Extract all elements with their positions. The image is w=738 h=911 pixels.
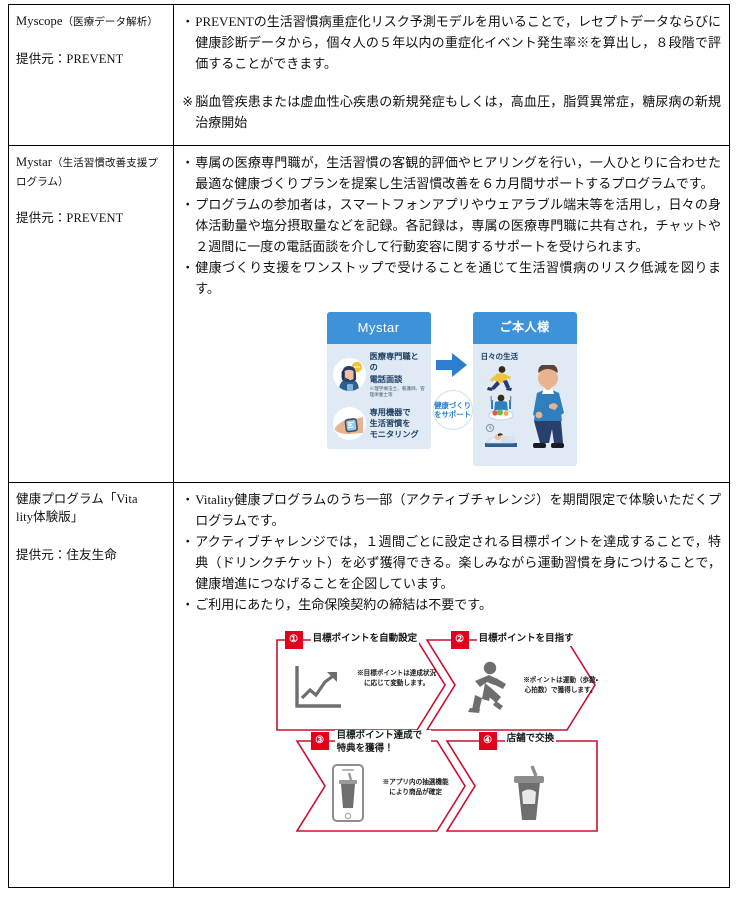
- bullet-item: ご利用にあたり，生命保険契約の締結は不要です。: [181, 594, 721, 615]
- sleeping-person-icon: [479, 423, 525, 450]
- program-name-myscope: Myscope（医療データ解析）: [16, 14, 158, 28]
- step-title-4: 店舗で交換: [504, 733, 557, 747]
- mystar-support-badge: 健康づくり をサポート: [432, 390, 473, 431]
- table-row-mystar: Mystar（生活習慣改善支援プログラム） 提供元：PREVENT 専属の医療専…: [7, 145, 730, 483]
- mystar-right-panel-title: ご本人様: [472, 312, 577, 344]
- bullet-list-myscope: PREVENTの生活習慣病重症化リスク予測モデルを用いることで，レセプトデータな…: [181, 11, 721, 74]
- cell-name-myscope: Myscope（医療データ解析） 提供元：PREVENT: [7, 4, 175, 146]
- step-title-2: 目標ポイントを目指す: [476, 633, 576, 647]
- headset-operator-icon: [332, 358, 366, 392]
- mystar-service-device-label: 専用機器で 生活習慣を モニタリング: [369, 407, 419, 440]
- person-illustration-icon: [525, 363, 569, 457]
- mystar-service-device: 専用機器で 生活習慣を モニタリング: [332, 407, 426, 441]
- running-person-icon: [479, 365, 525, 392]
- cell-desc-myscope: PREVENTの生活習慣病重症化リスク予測モデルを用いることで，レセプトデータな…: [173, 4, 730, 146]
- bullet-item: プログラムの参加者は，スマートフォンアプリやウェアラブル端末等を活用し，日々の身…: [181, 194, 721, 257]
- step-title-3: 目標ポイント達成で特典を獲得！: [334, 730, 431, 756]
- right-arrow-icon: [435, 353, 467, 378]
- running-person-icon: [463, 661, 509, 719]
- footnote-myscope: 脳血管疾患または虚血性心疾患の新規発症もしくは，高血圧，脂質異常症，糖尿病の新規…: [182, 91, 721, 133]
- bullet-list-mystar: 専属の医療専門職が，生活習慣の客観的評価やヒアリングを行い，一人ひとりに合わせた…: [181, 152, 721, 299]
- bullet-item: アクティブチャレンジでは，１週間ごとに設定される目標ポイントを達成することで，特…: [181, 531, 721, 594]
- mystar-left-panel: Mystar: [326, 312, 431, 450]
- bullet-item: 専属の医療専門職が，生活習慣の客観的評価やヒアリングを行い，一人ひとりに合わせた…: [181, 152, 721, 194]
- mystar-diagram: Mystar: [326, 312, 577, 466]
- cell-desc-vitality: Vitality健康プログラムのうち一部（アクティブチャレンジ）を期間限定で体験…: [173, 481, 730, 889]
- step-number-2: ②: [450, 631, 469, 650]
- growth-chart-icon: [293, 664, 345, 718]
- provider-myscope: 提供元：PREVENT: [16, 51, 124, 66]
- smartphone-drink-icon: [329, 764, 367, 828]
- cell-desc-mystar: 専属の医療専門職が，生活習慣の客観的評価やヒアリングを行い，一人ひとりに合わせた…: [173, 145, 730, 483]
- mystar-service-phone-note: ※理学療法士、看護師、管理栄養士等: [369, 385, 425, 397]
- provider-mystar: 提供元：PREVENT: [16, 211, 124, 226]
- mystar-service-phone-label: 医療専門職との 電話面談 ※理学療法士、看護師、管理栄養士等: [369, 352, 425, 397]
- step-number-3: ③: [310, 732, 329, 751]
- mystar-service-phone: 医療専門職との 電話面談 ※理学療法士、看護師、管理栄養士等: [332, 351, 426, 398]
- bullet-item: PREVENTの生活習慣病重症化リスク予測モデルを用いることで，レセプトデータな…: [181, 11, 721, 74]
- step-number-4: ④: [478, 732, 497, 751]
- table-row-myscope: Myscope（医療データ解析） 提供元：PREVENT PREVENTの生活習…: [7, 4, 730, 146]
- mystar-arrow-area: 健康づくり をサポート: [431, 312, 473, 466]
- step-note-2: ※ポイントは運動（歩数・ 心拍数）で獲得します。: [523, 677, 598, 694]
- step-number-1: ①: [284, 631, 303, 650]
- provider-vitality: 提供元：住友生命: [16, 547, 117, 562]
- bullet-item: 健康づくり支援をワンストップで受けることを通じて生活習慣病のリスク低減を図ります…: [181, 257, 721, 299]
- drink-cup-icon: [505, 764, 553, 830]
- vitality-flow-diagram: ① 目標ポイントを自動設定 ※目標ポイントは達成状況 に応じて変動します。: [267, 628, 637, 849]
- step-title-1: 目標ポイントを自動設定: [310, 633, 420, 647]
- program-table: Myscope（医療データ解析） 提供元：PREVENT PREVENTの生活習…: [7, 4, 730, 889]
- step-note-1: ※目標ポイントは達成状況 に応じて変動します。: [357, 670, 437, 687]
- bullet-list-vitality: Vitality健康プログラムのうち一部（アクティブチャレンジ）を期間限定で体験…: [181, 489, 721, 615]
- program-name-mystar: Mystar（生活習慣改善支援プログラム）: [16, 155, 159, 188]
- step-note-3: ※アプリ内の抽選機能 により商品が確定: [382, 779, 449, 796]
- mystar-right-panel: ご本人様 日々の生活: [472, 312, 577, 466]
- cell-name-mystar: Mystar（生活習慣改善支援プログラム） 提供元：PREVENT: [7, 145, 175, 483]
- healthy-meal-icon: [479, 394, 525, 421]
- bullet-item: Vitality健康プログラムのうち一部（アクティブチャレンジ）を期間限定で体験…: [181, 489, 721, 531]
- mystar-daily-caption: 日々の生活: [480, 351, 519, 361]
- smartwatch-icon: [332, 407, 366, 441]
- mystar-panel-title: Mystar: [326, 312, 431, 345]
